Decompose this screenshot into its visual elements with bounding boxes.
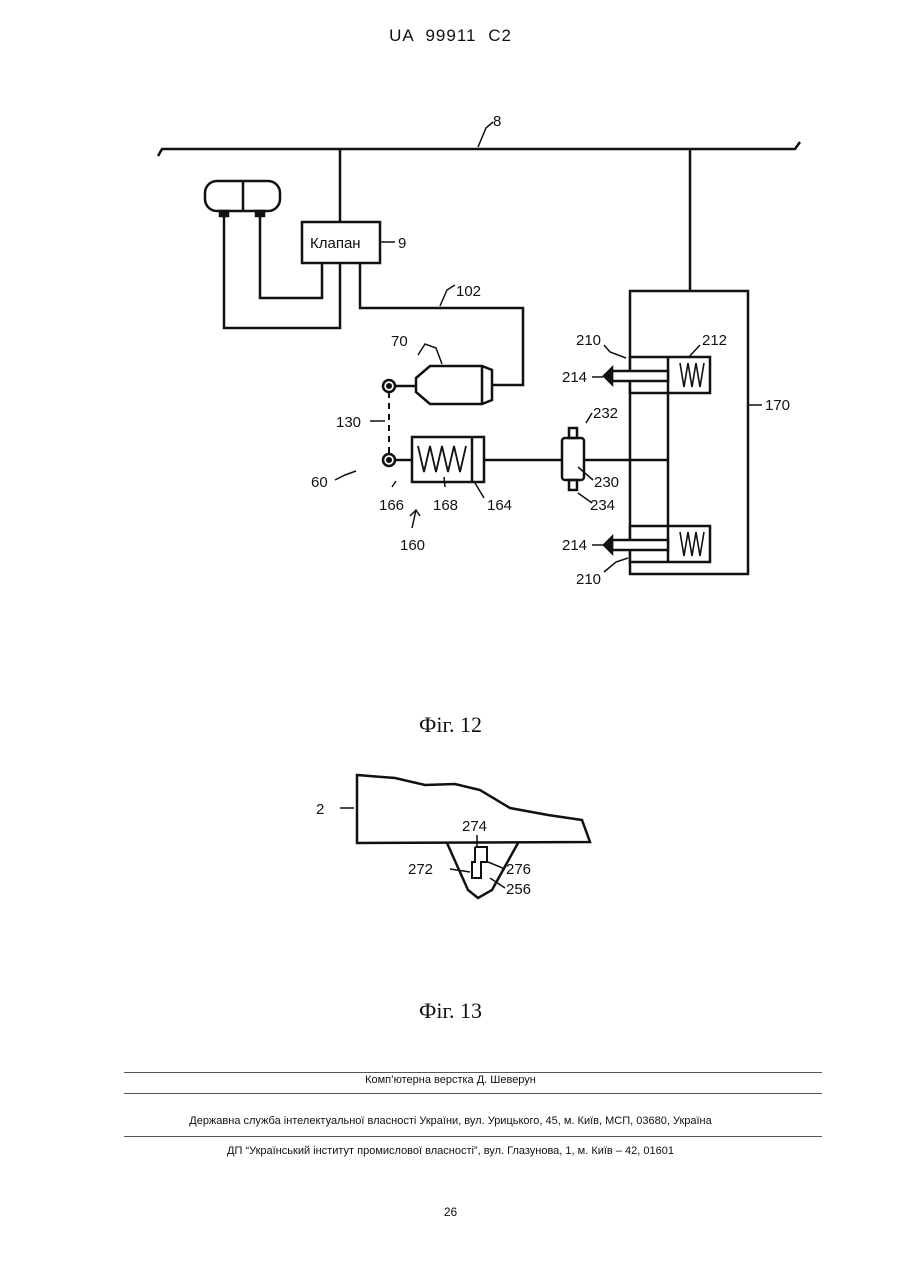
label-168: 168 <box>433 497 458 514</box>
footer-divider-top <box>124 1072 822 1073</box>
page-number: 26 <box>0 1205 901 1219</box>
figure-13-caption: Фіг. 13 <box>0 998 901 1024</box>
label-160: 160 <box>400 537 425 554</box>
footer-divider-middle <box>124 1093 822 1094</box>
figure-12-caption: Фіг. 12 <box>0 712 901 738</box>
label-60: 60 <box>311 474 328 491</box>
label-130: 130 <box>336 414 361 431</box>
footer-institute: ДП “Український інститут промислової вла… <box>0 1145 901 1157</box>
label-166: 166 <box>379 497 404 514</box>
footer-credit: Комп’ютерна верстка Д. Шеверун <box>0 1074 901 1086</box>
block-230 <box>562 438 584 480</box>
footer-office: Державна служба інтелектуальної власност… <box>0 1115 901 1127</box>
chamber-70 <box>416 366 492 404</box>
label-102: 102 <box>456 283 481 300</box>
label-234: 234 <box>590 497 615 514</box>
label-256: 256 <box>506 881 531 898</box>
label-210-lower: 210 <box>576 571 601 588</box>
label-8: 8 <box>493 113 501 130</box>
valve-label: Клапан <box>310 235 361 252</box>
label-230: 230 <box>594 474 619 491</box>
label-9: 9 <box>398 235 406 252</box>
figure-13-drawing <box>340 775 590 898</box>
label-274: 274 <box>462 818 487 835</box>
label-164: 164 <box>487 497 512 514</box>
label-70: 70 <box>391 333 408 350</box>
footer-divider-bottom <box>124 1136 822 1137</box>
label-276: 276 <box>506 861 531 878</box>
label-210-upper: 210 <box>576 332 601 349</box>
label-212: 212 <box>702 332 727 349</box>
label-2: 2 <box>316 801 324 818</box>
label-232: 232 <box>593 405 618 422</box>
label-214-lower: 214 <box>562 537 587 554</box>
label-170: 170 <box>765 397 790 414</box>
label-214-upper: 214 <box>562 369 587 386</box>
label-272: 272 <box>408 861 433 878</box>
